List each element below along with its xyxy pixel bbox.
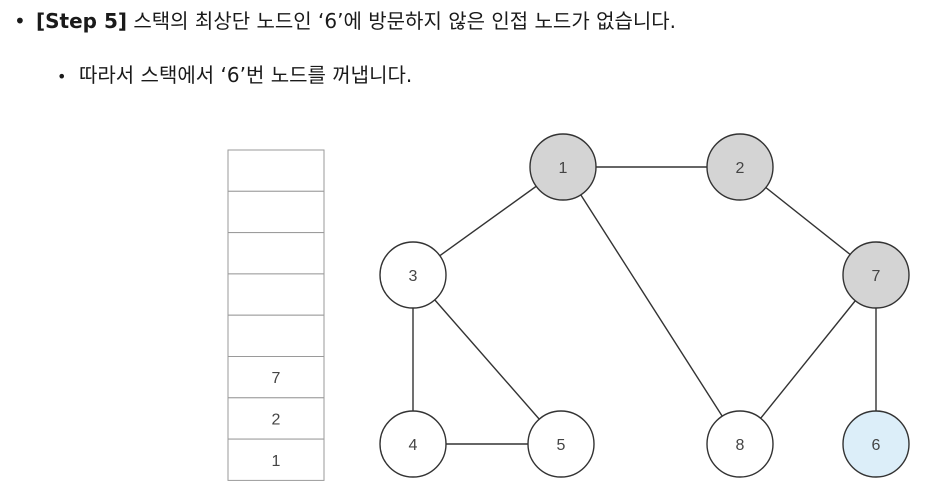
graph-node-8 xyxy=(706,410,774,478)
graph-edge-7-8 xyxy=(739,274,877,445)
graph-nodes: 1 2 3 4 5 6 7 8 xyxy=(379,133,910,478)
stack-cell-value: 1 xyxy=(272,453,281,470)
stack-cell xyxy=(227,190,325,234)
graph-node-label: 1 xyxy=(559,160,568,177)
sub-text: 따라서 스택에서 ‘6’번 노드를 꺼냅니다. xyxy=(79,63,413,87)
stack-cell xyxy=(227,397,325,440)
graph-node-label: 2 xyxy=(736,160,745,177)
graph-node-2 xyxy=(706,133,774,201)
stack: 7 2 1 xyxy=(227,149,325,481)
graph-edges xyxy=(412,166,877,445)
stack-cell xyxy=(227,232,325,275)
stack-cell xyxy=(227,273,325,316)
graph-node-7 xyxy=(842,241,910,309)
graph-edge-3-5 xyxy=(412,274,562,445)
graph-node-4 xyxy=(379,410,447,478)
step-label: [Step 5] xyxy=(36,9,128,33)
stack-cell xyxy=(227,314,325,358)
graph-node-label: 5 xyxy=(557,437,566,454)
graph-node-1 xyxy=(529,133,597,201)
graph-node-label: 4 xyxy=(409,437,418,454)
step-description: • [Step 5] 스택의 최상단 노드인 ‘6’에 방문하지 않은 인접 노드… xyxy=(14,8,676,34)
graph-edge-1-8 xyxy=(562,166,741,445)
stack-cell xyxy=(227,438,325,481)
step-text: 스택의 최상단 노드인 ‘6’에 방문하지 않은 인접 노드가 없습니다. xyxy=(127,9,677,33)
stack-cell-value: 2 xyxy=(272,411,281,428)
graph-node-label: 8 xyxy=(736,437,745,454)
graph-node-6 xyxy=(842,410,910,478)
graph-node-label: 7 xyxy=(872,268,881,285)
graph-node-3 xyxy=(379,241,447,309)
bullet-icon: • xyxy=(57,67,67,86)
stack-cell xyxy=(227,149,325,192)
stack-cell-value: 7 xyxy=(272,370,281,387)
bullet-icon: • xyxy=(14,9,26,33)
sub-description: • 따라서 스택에서 ‘6’번 노드를 꺼냅니다. xyxy=(57,62,412,90)
graph-node-5 xyxy=(527,410,595,478)
graph-node-label: 3 xyxy=(409,268,418,285)
graph-node-label: 6 xyxy=(872,437,881,454)
